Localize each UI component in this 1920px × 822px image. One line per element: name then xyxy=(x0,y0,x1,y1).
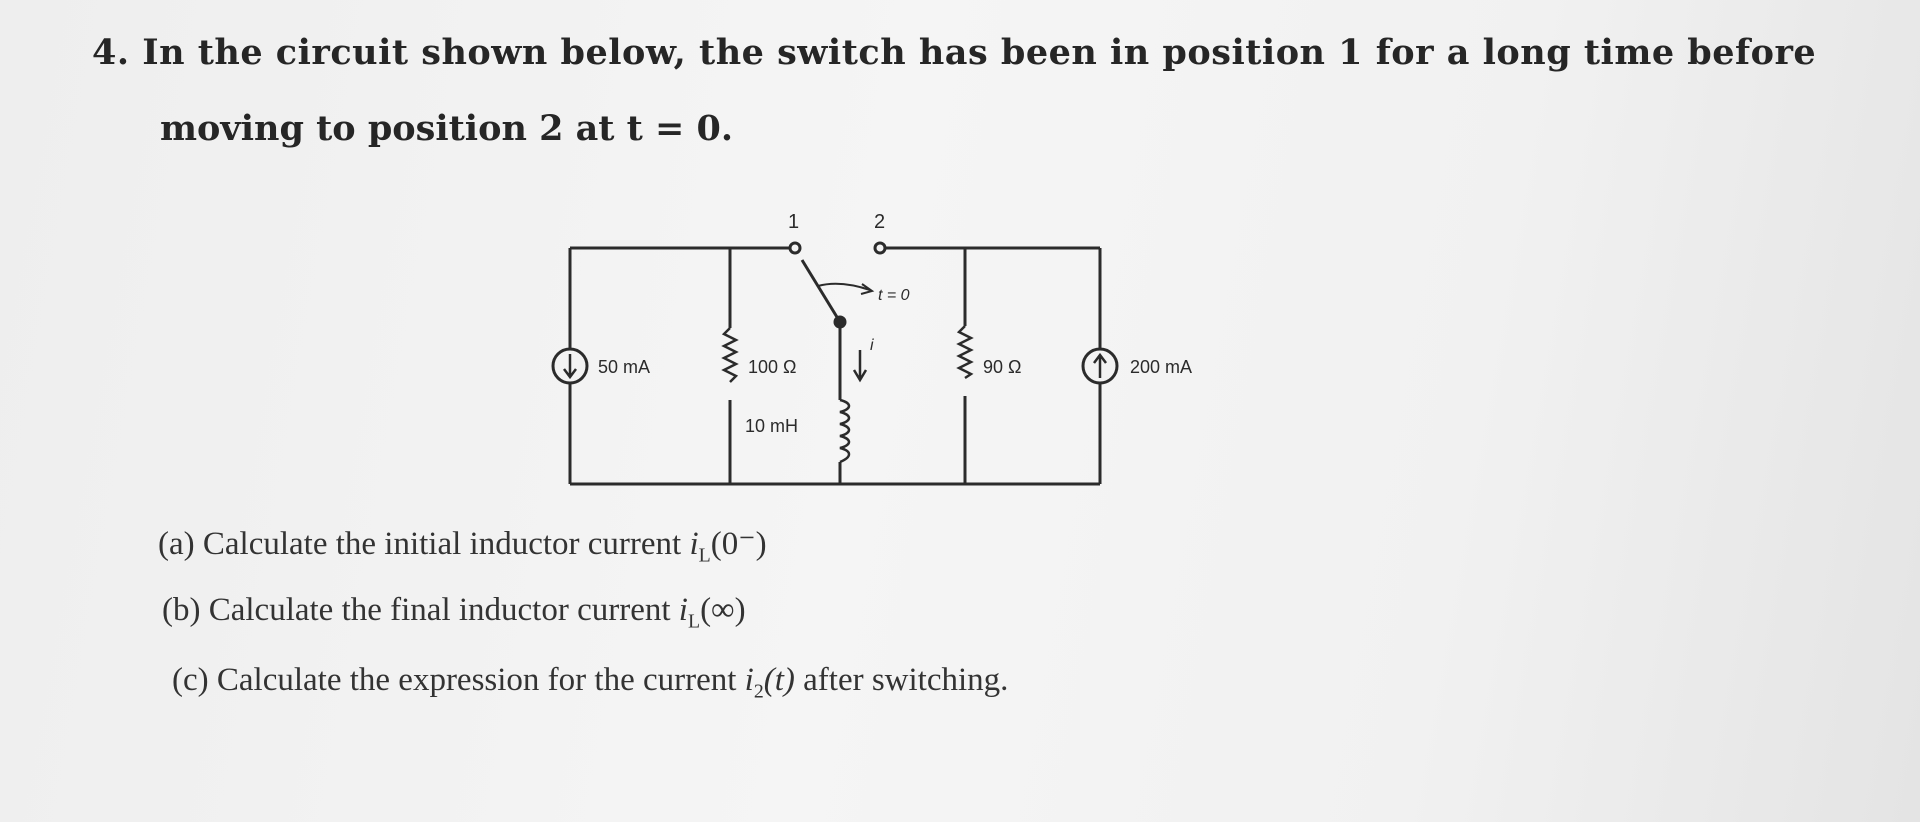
part-c-symbol: i xyxy=(744,662,754,698)
part-c-suffix: after switching. xyxy=(794,662,1009,698)
switch-blade xyxy=(800,259,842,323)
part-b-text: (b) Calculate the final inductor current xyxy=(162,592,679,628)
part-a-subscript: L xyxy=(698,544,711,567)
inductor-coil xyxy=(839,398,851,464)
switch-time-label: t = 0 xyxy=(878,287,910,304)
resistor-right-label: 90 Ω xyxy=(983,357,1021,377)
switch-contact-1 xyxy=(788,241,802,255)
part-b-symbol: i xyxy=(678,592,688,628)
arrow-down-icon xyxy=(563,354,577,380)
switch-label-2: 2 xyxy=(874,211,885,233)
inductor-label: 10 mH xyxy=(745,416,798,436)
arrow-up-icon xyxy=(1093,352,1107,378)
part-b-subscript: L xyxy=(687,610,701,633)
part-c-subscript: 2 xyxy=(753,680,764,703)
part-a-argument: (0⁻) xyxy=(710,526,767,562)
part-a-text: (a) Calculate the initial inductor curre… xyxy=(158,526,690,562)
current-arrow-icon xyxy=(852,350,868,383)
switch-contact-2 xyxy=(873,241,887,255)
part-a: (a) Calculate the initial inductor curre… xyxy=(158,523,767,568)
circuit-diagram: 1 2 t = 0 50 mA 100 Ω 10 mH i 90 Ω 200 m… xyxy=(551,211,1192,486)
switch-label-1: 1 xyxy=(788,211,799,233)
resistor-left-zigzag xyxy=(721,327,739,383)
switch-motion-arc xyxy=(817,282,871,291)
part-c-text: (c) Calculate the expression for the cur… xyxy=(172,662,745,698)
question-line-1: 4. In the circuit shown below, the switc… xyxy=(92,32,1817,73)
part-b-argument: (∞) xyxy=(700,592,746,628)
resistor-right-zigzag xyxy=(956,325,974,380)
source-right-label: 200 mA xyxy=(1130,357,1192,377)
part-c-argument: (t) xyxy=(763,662,795,698)
question-line-2: moving to position 2 at t = 0. xyxy=(160,108,734,149)
resistor-left-label: 100 Ω xyxy=(748,357,797,377)
part-a-symbol: i xyxy=(689,526,699,562)
switch-arrow-icon xyxy=(860,283,875,295)
part-c: (c) Calculate the expression for the cur… xyxy=(172,662,1008,704)
current-label: i xyxy=(870,337,874,354)
part-b: (b) Calculate the final inductor current… xyxy=(162,592,746,634)
source-left-label: 50 mA xyxy=(598,357,650,377)
